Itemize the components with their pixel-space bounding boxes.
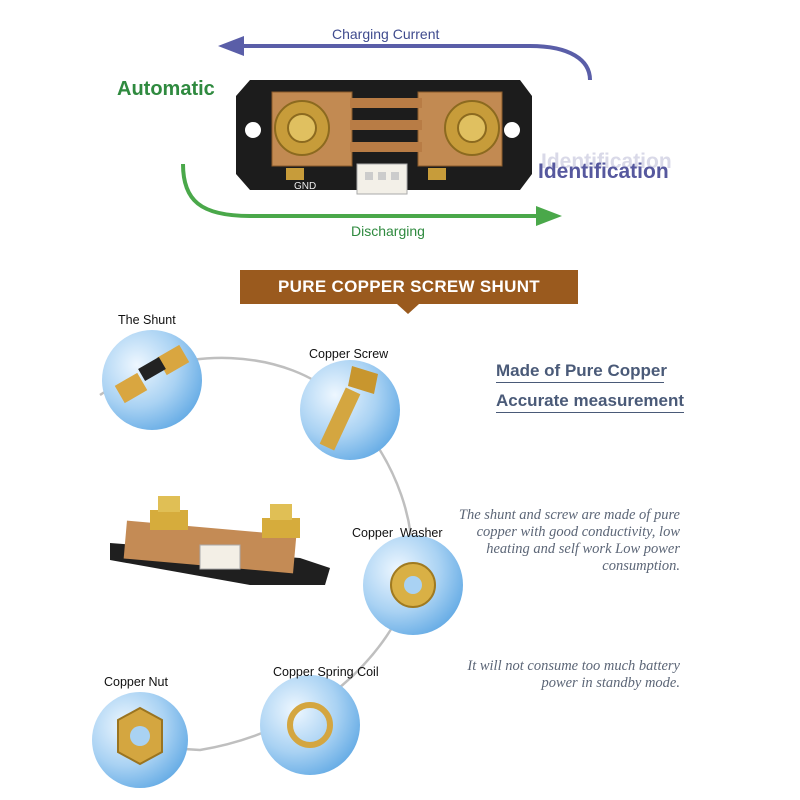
- shunt-bar: [350, 98, 422, 108]
- shunt-bar: [350, 120, 422, 130]
- part-label-washer: Copper Washer: [352, 526, 443, 540]
- identification-label-shadow: Identification: [541, 150, 672, 173]
- nut-part-bubble: [92, 692, 188, 788]
- shunt-part-bubble: [102, 330, 202, 430]
- identification-label: Identification: [538, 160, 669, 183]
- screw-part-bubble: [300, 360, 400, 460]
- discharging-arrowhead: [536, 206, 562, 226]
- banner-pointer: [397, 304, 419, 314]
- feature-underline: [496, 382, 664, 383]
- feature-accurate: Accurate measurement: [496, 391, 685, 410]
- gnd-label: GND: [294, 181, 316, 192]
- part-label-shunt: The Shunt: [118, 313, 176, 327]
- automatic-label: Automatic: [117, 78, 215, 100]
- charging-current-label: Charging Current: [332, 26, 440, 42]
- parts-diagram: [92, 330, 463, 788]
- description-standby: It will not consume too much battery pow…: [467, 658, 680, 691]
- shunt-bar: [350, 142, 422, 152]
- shunt-flow-diagram: GND: [181, 36, 592, 226]
- washer-part-bubble: [363, 535, 463, 635]
- coil-part-bubble: [260, 675, 360, 775]
- part-label-nut: Copper Nut: [104, 675, 168, 689]
- description-copper: The shunt and screw are made of pure cop…: [458, 507, 680, 574]
- part-label-coil: Copper Spring Coil: [273, 665, 379, 679]
- mount-hole-right: [504, 122, 520, 138]
- mount-hole-left: [245, 122, 261, 138]
- discharging-label: Discharging: [351, 223, 425, 239]
- discharging-arrow: [181, 163, 540, 218]
- feature-pure-copper: Made of Pure Copper: [496, 361, 667, 380]
- part-label-screw: Copper Screw: [309, 347, 389, 361]
- feature-underline: [496, 412, 684, 413]
- section-banner: PURE COPPER SCREW SHUNT: [240, 270, 578, 304]
- shunt-board: GND: [236, 80, 532, 195]
- charging-arrowhead: [218, 36, 244, 56]
- assembled-shunt-image: [110, 496, 330, 585]
- charging-arrow: [238, 44, 592, 81]
